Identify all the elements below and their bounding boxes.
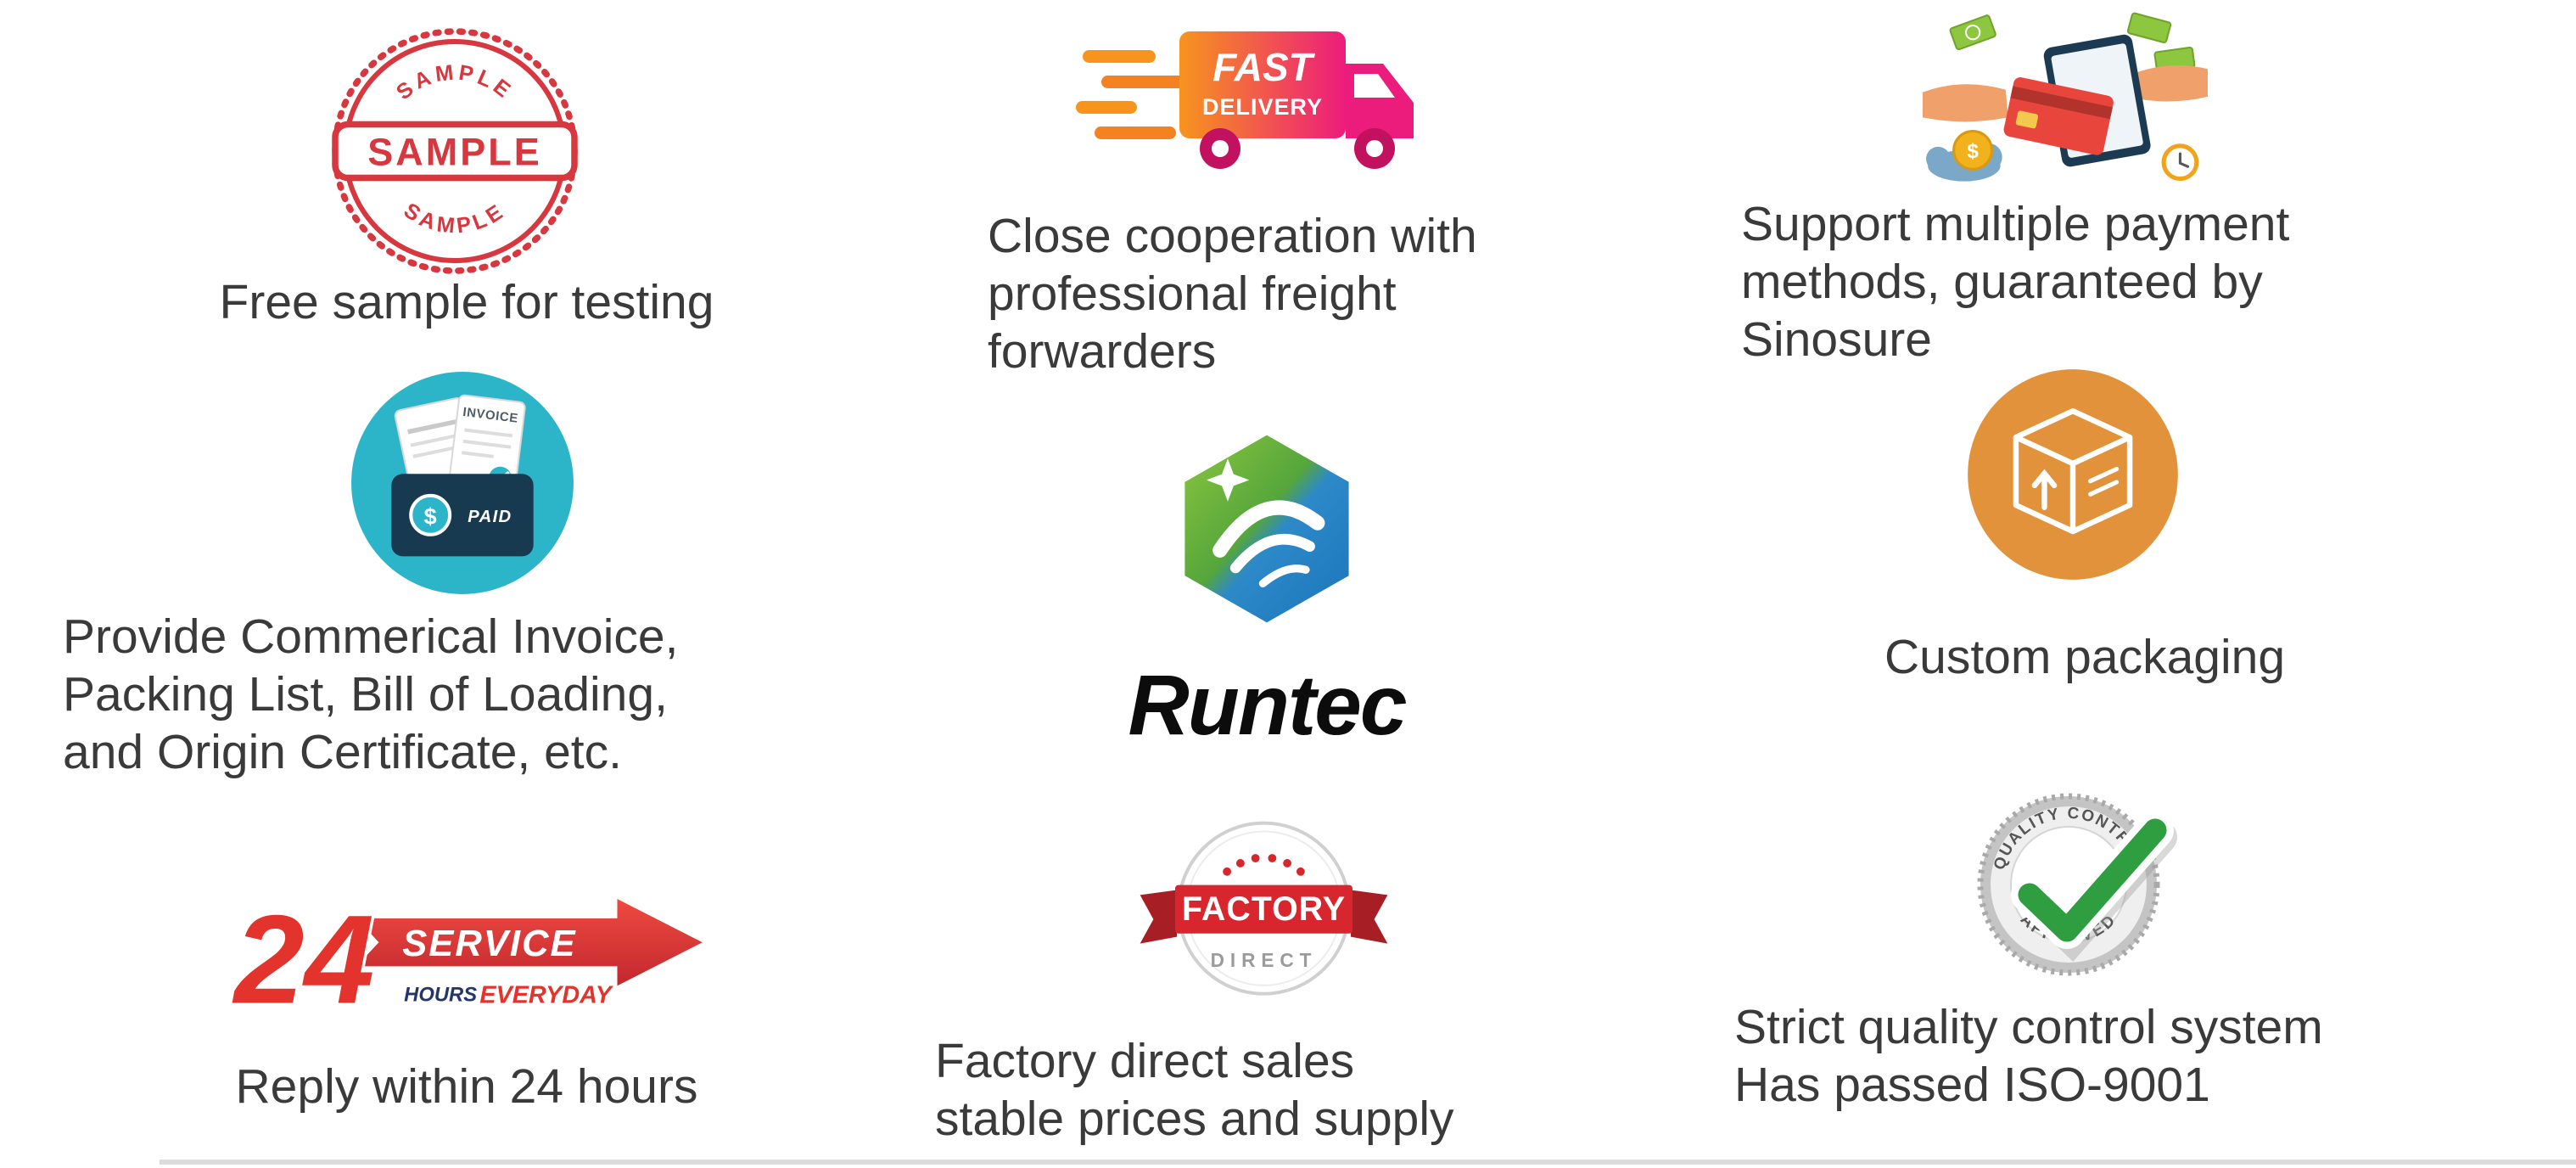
caption-line: Sinosure bbox=[1741, 312, 1932, 367]
payment-caption: Support multiple payment methods, guaran… bbox=[1741, 195, 2488, 368]
24-hour-service-banner-icon: 24 SERVICE HOURS EVERYDAY bbox=[227, 883, 715, 1036]
runtec-hexagon-logo bbox=[1169, 431, 1364, 626]
quality-control-approved-badge-icon: QUALITY CONTROL APPROVED bbox=[1958, 774, 2213, 1003]
stamp-center-text: SAMPLE bbox=[367, 131, 542, 174]
factory-direct-badge-icon: FACTORY DIRECT bbox=[1096, 801, 1431, 1036]
caption-line: forwarders bbox=[988, 324, 1217, 379]
caption-line: Packing List, Bill of Loading, bbox=[63, 667, 668, 722]
fast-delivery-truck-icon: FAST DELIVERY bbox=[1076, 19, 1466, 199]
package-box-icon bbox=[1963, 365, 2182, 584]
free-sample-caption: Free sample for testing bbox=[123, 273, 810, 331]
caption-line: stable prices and supply bbox=[935, 1092, 1454, 1146]
packaging-caption: Custom packaging bbox=[1796, 628, 2373, 686]
paid-label-text: PAID bbox=[468, 508, 512, 526]
stamp-top-text: SAMPLE bbox=[392, 60, 513, 104]
svg-text:SAMPLE: SAMPLE bbox=[400, 199, 510, 239]
caption-line: and Origin Certificate, etc. bbox=[63, 725, 622, 779]
multi-payment-hands-icon: $ bbox=[1923, 10, 2208, 200]
coin-dollar-text: $ bbox=[1967, 140, 1979, 163]
service-24-number: 24 bbox=[232, 889, 374, 1030]
documents-caption: Provide Commerical Invoice, Packing List… bbox=[63, 608, 877, 781]
caption-line: Factory direct sales bbox=[935, 1034, 1355, 1088]
caption-line: methods, guaranteed by bbox=[1741, 255, 2263, 309]
delivery-text: DELIVERY bbox=[1202, 94, 1323, 120]
caption-line: Custom packaging bbox=[1884, 630, 2286, 684]
caption-line: Free sample for testing bbox=[219, 275, 714, 329]
factory-caption: Factory direct sales stable prices and s… bbox=[935, 1032, 1631, 1148]
svg-text:SAMPLE: SAMPLE bbox=[392, 60, 518, 104]
everyday-label-text: EVERYDAY bbox=[479, 982, 613, 1009]
quality-caption: Strict quality control system Has passed… bbox=[1734, 998, 2532, 1114]
caption-line: Has passed ISO-9001 bbox=[1734, 1058, 2210, 1112]
folder-dollar-text: $ bbox=[424, 504, 437, 530]
service-label-text: SERVICE bbox=[402, 924, 576, 964]
factory-ribbon-text: FACTORY bbox=[1182, 890, 1346, 928]
brand-logo-text: Runtec bbox=[1128, 658, 1408, 753]
sample-stamp-icon: SAMPLE SAMPLE SAMPLE bbox=[328, 24, 582, 278]
hours-label-text: HOURS bbox=[404, 984, 477, 1007]
invoice-folder-icon: INVOICE $ PAID bbox=[348, 368, 577, 598]
caption-line: Support multiple payment bbox=[1741, 197, 2290, 251]
reply-caption: Reply within 24 hours bbox=[136, 1058, 798, 1115]
fast-text: FAST bbox=[1212, 45, 1315, 89]
caption-line: Strict quality control system bbox=[1734, 1000, 2323, 1054]
direct-label-text: DIRECT bbox=[1211, 949, 1318, 971]
caption-line: Close cooperation with bbox=[988, 209, 1477, 263]
freight-caption: Close cooperation with professional frei… bbox=[988, 207, 1649, 380]
bottom-divider bbox=[160, 1160, 2576, 1165]
stamp-bottom-text: SAMPLE bbox=[400, 199, 507, 239]
caption-line: Reply within 24 hours bbox=[235, 1059, 698, 1114]
caption-line: Provide Commerical Invoice, bbox=[63, 609, 679, 664]
invoice-doc-label: INVOICE bbox=[462, 406, 518, 426]
caption-line: professional freight bbox=[988, 267, 1397, 321]
